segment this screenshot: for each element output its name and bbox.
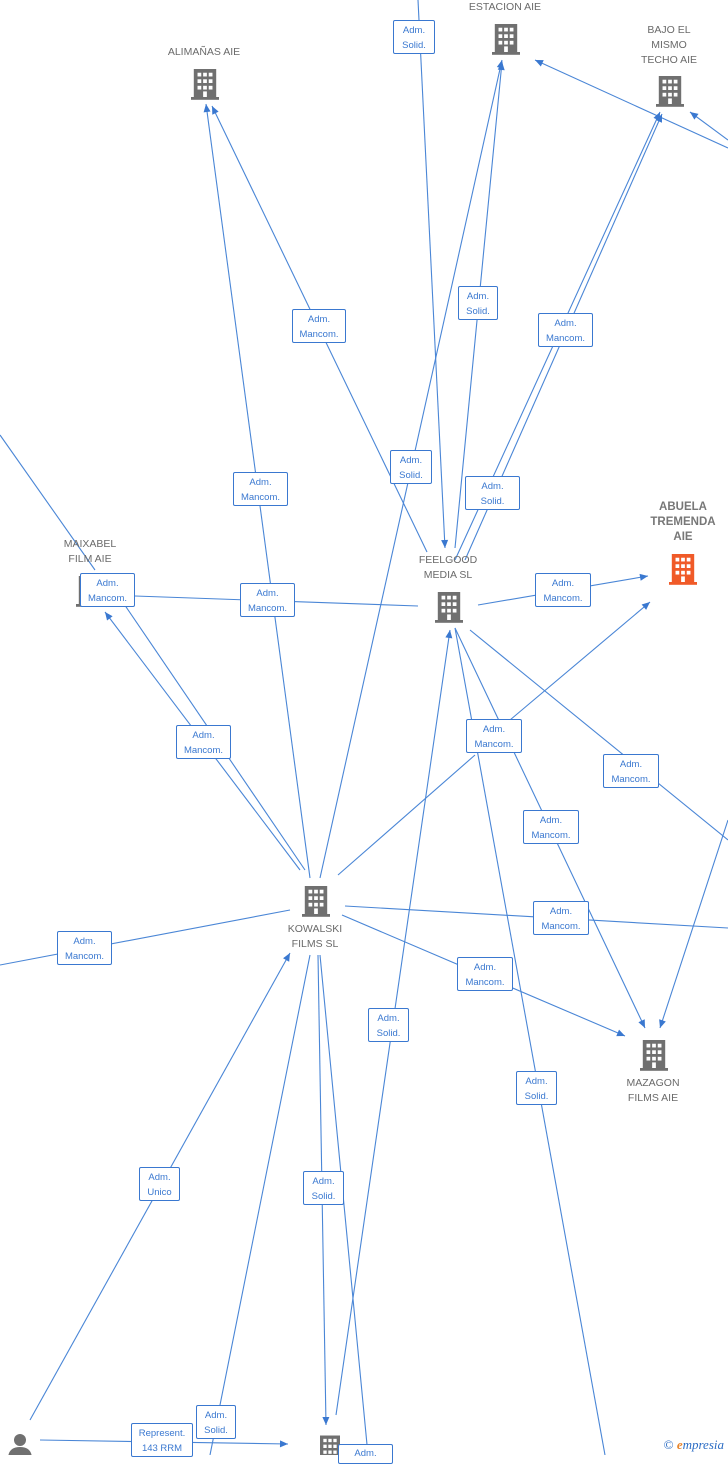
relation-edge [0,434,96,571]
node-label-abuela[interactable]: ABUELA TREMENDA AIE [650,501,716,543]
role-label[interactable]: Adm. Mancom. [533,901,589,935]
building-icon[interactable] [435,592,463,623]
role-label[interactable]: Adm. Solid. [465,476,520,510]
building-icon[interactable] [492,24,520,55]
node-label-alimanas[interactable]: ALIMAÑAS AIE [167,46,241,58]
relation-edge [319,954,369,1455]
relation-edge [0,909,291,966]
role-label[interactable]: Adm. Solid. [458,286,498,320]
node-label-mazagon[interactable]: MAZAGON FILMS AIE [626,1077,680,1104]
role-label[interactable]: Adm. Mancom. [176,725,231,759]
role-label[interactable]: Adm. Solid. [390,450,432,484]
relation-edge [454,627,606,1455]
node-label-kowalski[interactable]: KOWALSKI FILMS SL [287,923,343,950]
role-label[interactable]: Adm. Mancom. [466,719,522,753]
role-label[interactable]: Adm. Mancom. [80,573,135,607]
node-label-bajo[interactable]: BAJO EL MISMO TECHO AIE [640,24,697,66]
role-label[interactable]: Adm. Mancom. [535,573,591,607]
relation-edge [534,59,728,149]
arrowhead [659,1019,666,1028]
role-label[interactable]: Adm. Solid. [368,1008,409,1042]
arrowhead [279,1440,288,1448]
relation-edge [509,601,651,721]
role-label[interactable]: Adm. Mancom. [57,931,112,965]
arrowhead [445,630,453,639]
building-icon[interactable] [640,1040,668,1071]
brand-initial: e [676,1437,683,1452]
relation-edge [337,754,476,876]
arrowhead [212,106,219,115]
arrowhead [639,573,648,581]
building-icon[interactable] [656,76,684,107]
role-label[interactable]: Adm. Mancom. [538,313,593,347]
role-label[interactable]: Adm. Mancom. [603,754,659,788]
arrowhead [105,612,113,621]
copyright-symbol: © [663,1437,674,1452]
person-icon[interactable] [8,1434,32,1455]
watermark: © empresia [664,1437,724,1453]
role-label[interactable]: Adm. Solid. [303,1171,344,1205]
arrowhead [616,1029,625,1037]
relation-edge [209,954,311,1455]
role-label[interactable]: Adm. Mancom. [457,957,513,991]
arrowhead [496,60,504,69]
role-label[interactable]: Adm. Mancom. [292,309,346,343]
role-label[interactable]: Adm. [338,1444,393,1464]
arrowhead [203,104,211,113]
arrowhead [655,114,662,123]
role-label[interactable]: Adm. Mancom. [523,810,579,844]
relation-edge [469,629,728,841]
arrowhead [535,60,544,67]
role-label[interactable]: Adm. Solid. [393,20,435,54]
arrowhead [638,1019,645,1028]
arrows-layer [105,60,699,1448]
node-label-feelgood[interactable]: FEELGOOD MEDIA SL [418,554,478,581]
relation-edge [659,819,728,1029]
brand-rest: mpresia [682,1437,724,1452]
node-label-estacion[interactable]: ESTACION AIE [468,1,542,13]
role-label[interactable]: Adm. Mancom. [240,583,295,617]
role-label[interactable]: Adm. Solid. [516,1071,557,1105]
arrowhead [322,1416,330,1425]
building-icon[interactable] [669,554,697,585]
role-label[interactable]: Represent. 143 RRM [131,1423,193,1457]
relation-edge [417,0,446,549]
node-label-maixabel[interactable]: MAIXABEL FILM AIE [63,538,117,565]
arrowhead [283,953,290,962]
role-label[interactable]: Adm. Solid. [196,1405,236,1439]
arrowhead [441,539,449,548]
building-icon[interactable] [302,886,330,917]
role-label[interactable]: Adm. Unico [139,1167,180,1201]
arrowhead [690,112,699,120]
role-label[interactable]: Adm. Mancom. [233,472,288,506]
building-icon[interactable] [191,69,219,100]
arrowhead [641,602,650,610]
